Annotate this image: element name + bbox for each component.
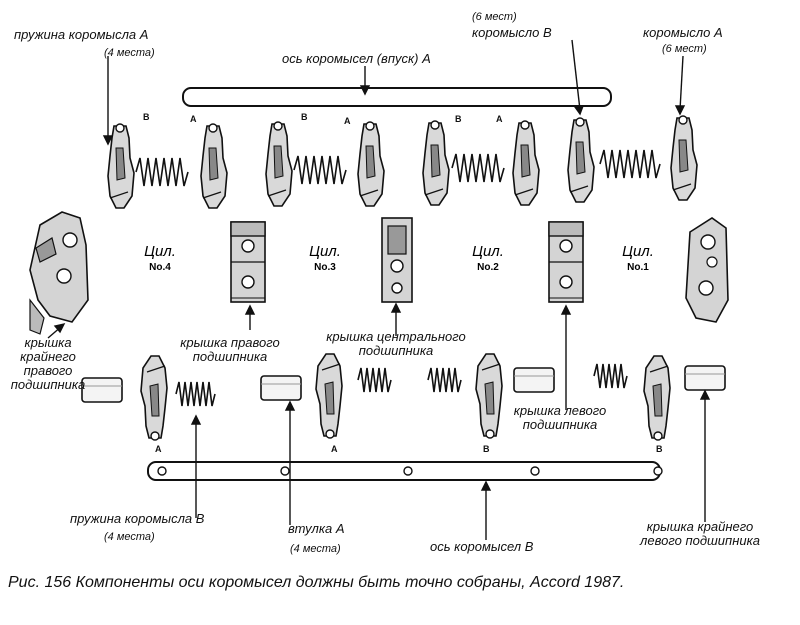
mark-top-3: B [301, 112, 308, 122]
mark-bottom-2: A [331, 444, 338, 454]
label-left-cap: крышка левого подшипника [513, 403, 607, 432]
top-rocker-arms [107, 115, 698, 209]
label-center-cap: крышка центрального подшипника [326, 329, 466, 358]
label-spring-b-count: (4 места) [104, 531, 155, 543]
label-intake-shaft: ось коромысел (впуск) А [282, 51, 431, 66]
leader-lines [47, 39, 711, 540]
label-bushing-a-count: (4 места) [290, 543, 341, 555]
intake-rocker-shaft [182, 87, 612, 107]
rocker-shaft-b [147, 461, 663, 481]
bearing-caps [29, 211, 729, 335]
cylinder-label-1: Цил.No.1 [622, 243, 654, 273]
mark-top-1: B [143, 112, 150, 122]
mark-top-5: B [455, 114, 462, 124]
far-right-bearing-cap [29, 211, 89, 335]
label-spring-a-count: (4 места) [104, 47, 155, 59]
cylinder-label-3: Цил.No.3 [309, 243, 341, 273]
center-bearing-cap [381, 217, 413, 303]
label-spring-a: пружина коромысла А [14, 27, 149, 42]
label-arm-a-count: (6 мест) [662, 43, 707, 55]
bottom-springs [175, 363, 628, 407]
mark-bottom-1: A [155, 444, 162, 454]
mark-bottom-4: B [656, 444, 663, 454]
top-springs [135, 149, 661, 187]
mark-top-6: A [496, 114, 503, 124]
label-arm-b: коромысло В [472, 25, 552, 40]
cylinder-label-2: Цил.No.2 [472, 243, 504, 273]
cylinder-label-4: Цил.No.4 [144, 243, 176, 273]
label-far-left-cap: крышка крайнего левого подшипника [640, 519, 760, 548]
mark-top-2: A [190, 114, 197, 124]
label-arm-b-count: (6 мест) [472, 11, 517, 23]
label-spring-b: пружина коромысла В [70, 511, 205, 526]
label-shaft-b: ось коромысел В [430, 539, 534, 554]
label-bushing-a: втулка А [288, 521, 345, 536]
label-right-cap: крышка правого подшипника [180, 335, 280, 364]
far-left-bearing-cap [685, 217, 729, 323]
mark-top-4: A [344, 116, 351, 126]
mark-bottom-3: B [483, 444, 490, 454]
label-arm-a: коромысло А [643, 25, 723, 40]
label-far-right-cap: крышка крайнего правого подшипника [10, 335, 86, 392]
figure-caption: Рис. 156 Компоненты оси коромысел должны… [8, 574, 625, 591]
